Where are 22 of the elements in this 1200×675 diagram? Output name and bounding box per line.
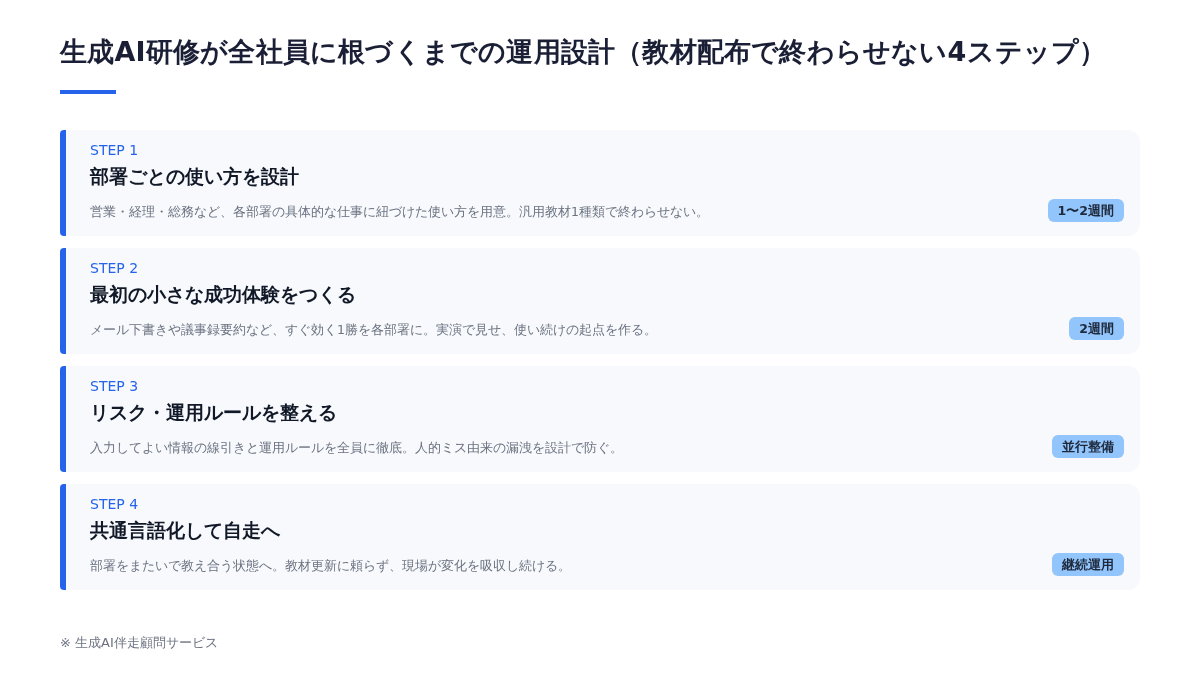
step-description: 入力してよい情報の線引きと運用ルールを全員に徹底。人的ミス由来の漏洩を設計で防ぐ。 — [90, 440, 623, 457]
duration-tag: 2週間 — [1069, 317, 1124, 340]
step-description: 営業・経理・総務など、各部署の具体的な仕事に紐づけた使い方を用意。汎用教材1種類で終わらせない。 — [90, 204, 709, 221]
step-description: 部署をまたいで教え合う状態へ。教材更新に頼らず、現場が変化を吸収し続ける。 — [90, 558, 571, 575]
step-card — [60, 366, 1140, 472]
step-heading: 部署ごとの使い方を設計 — [90, 164, 299, 189]
duration-tag: 継続運用 — [1052, 553, 1124, 576]
step-label: STEP 1 — [90, 142, 139, 158]
step-card — [60, 248, 1140, 354]
step-card — [60, 484, 1140, 590]
step-description: メール下書きや議事録要約など、すぐ効く1勝を各部署に。実演で見せ、使い続けの起点を作る。 — [90, 322, 657, 339]
step-heading: リスク・運用ルールを整える — [90, 400, 337, 425]
duration-tag: 1〜2週間 — [1047, 199, 1124, 222]
step-card — [60, 130, 1140, 236]
footnote: ※ 生成AI伴走顧問サービス — [60, 634, 218, 652]
step-label: STEP 2 — [90, 260, 139, 276]
duration-tag: 並行整備 — [1052, 435, 1124, 458]
step-label: STEP 3 — [90, 378, 139, 394]
step-heading: 共通言語化して自走へ — [90, 518, 280, 543]
page-title: 生成AI研修が全社員に根づくまでの運用設計（教材配布で終わらせない4ステップ） — [60, 35, 1107, 69]
step-heading: 最初の小さな成功体験をつくる — [90, 282, 356, 307]
step-label: STEP 4 — [90, 496, 139, 512]
